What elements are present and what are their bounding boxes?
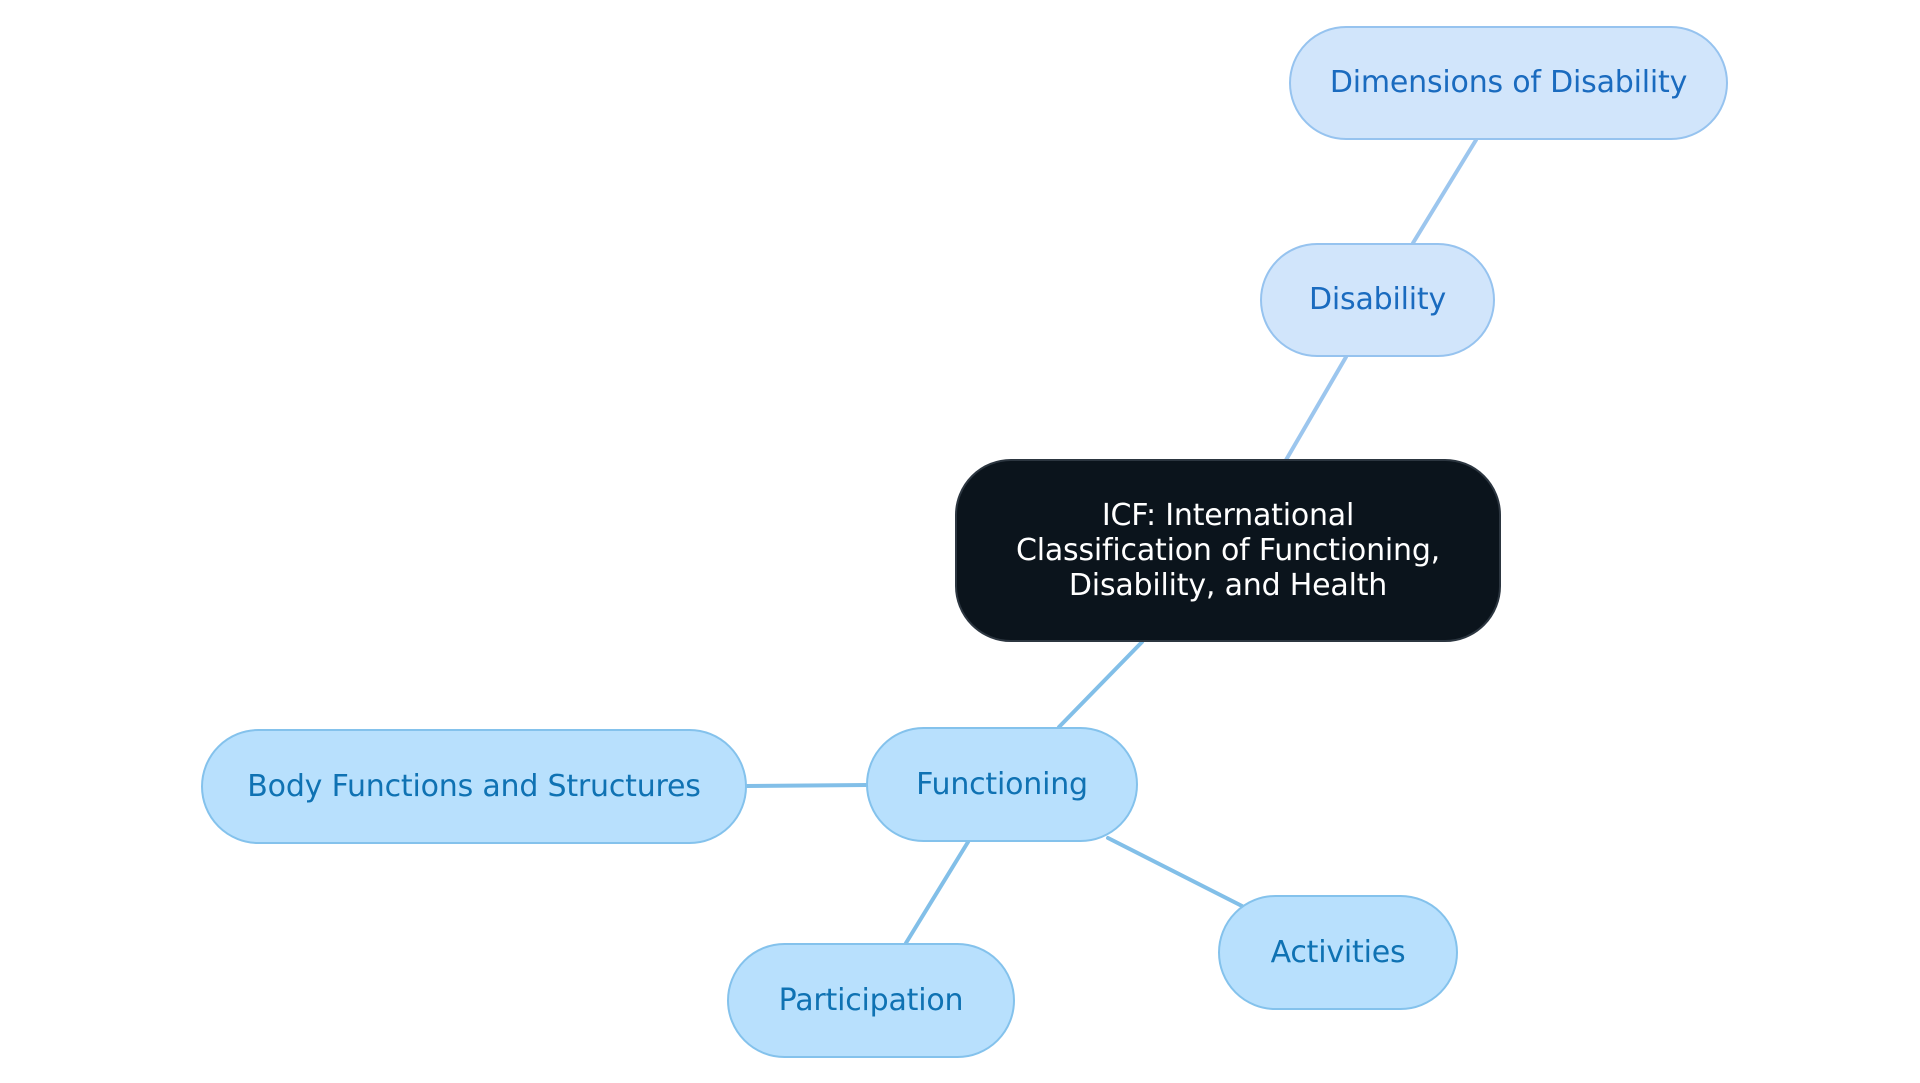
node-activities-label: Activities — [1270, 934, 1406, 970]
edge-disability-dimensions — [1411, 138, 1478, 245]
node-disability[interactable]: Disability — [1260, 243, 1495, 357]
node-functioning-label: Functioning — [916, 766, 1088, 802]
node-activities[interactable]: Activities — [1218, 895, 1458, 1010]
edge-root-disability — [1284, 355, 1348, 462]
node-body-label: Body Functions and Structures — [247, 768, 701, 804]
node-dimensions-of-disability[interactable]: Dimensions of Disability — [1289, 26, 1728, 140]
node-participation[interactable]: Participation — [727, 943, 1015, 1058]
node-disability-label: Disability — [1308, 282, 1446, 317]
node-body-functions-and-structures[interactable]: Body Functions and Structures — [201, 729, 747, 844]
root-node-label: ICF: International Classification of Fun… — [1015, 498, 1441, 603]
node-functioning[interactable]: Functioning — [866, 727, 1138, 842]
edge-functioning-activities — [1106, 836, 1244, 908]
node-dimensions-label: Dimensions of Disability — [1329, 65, 1688, 100]
node-participation-label: Participation — [778, 982, 964, 1018]
edge-functioning-participation — [904, 840, 970, 945]
root-node-icf[interactable]: ICF: International Classification of Fun… — [955, 459, 1501, 642]
edge-root-functioning — [1057, 640, 1144, 729]
edge-functioning-body — [745, 783, 869, 788]
